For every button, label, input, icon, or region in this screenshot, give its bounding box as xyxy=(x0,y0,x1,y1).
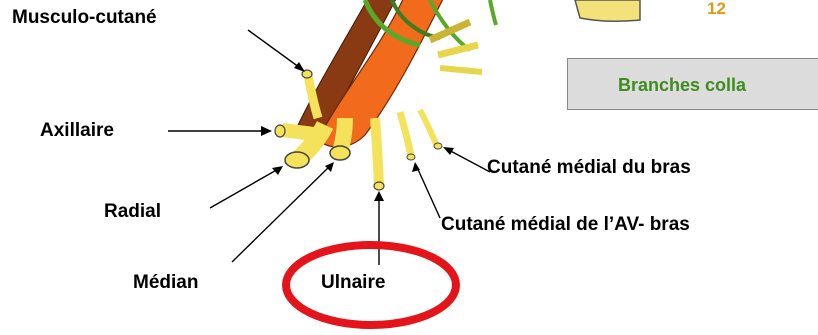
ulnar-nerve xyxy=(375,118,379,185)
leader-radial xyxy=(210,168,280,208)
collateral-branch-2 xyxy=(438,45,478,55)
leader-cutane-avbras xyxy=(416,165,440,218)
label-musculo-cutane: Musculo-cutané xyxy=(12,7,157,29)
leader-median xyxy=(232,164,332,262)
collateral-branch-3 xyxy=(440,68,482,72)
collateral-branches-label: Branches colla xyxy=(618,75,746,96)
radial-nerve-end xyxy=(285,152,309,168)
medial-cutaneous-forearm-nerve xyxy=(400,112,411,156)
yellow-bone-shape xyxy=(575,0,640,21)
label-ulnaire: Ulnaire xyxy=(321,272,385,294)
label-cutane-medial-bras: Cutané médial du bras xyxy=(487,157,691,179)
collateral-branch-1 xyxy=(430,22,470,40)
medial-arm-end xyxy=(434,143,442,149)
label-median: Médian xyxy=(133,272,198,294)
medial-forearm-end xyxy=(407,154,415,160)
figure-number: 12 xyxy=(707,0,726,18)
arrowhead-cutane-bras xyxy=(443,147,454,155)
label-radial: Radial xyxy=(104,201,161,223)
arrowhead-radial xyxy=(272,166,283,175)
arrowhead-ulnaire xyxy=(374,191,384,201)
label-axillaire: Axillaire xyxy=(40,120,114,142)
collateral-branches-box: Branches colla xyxy=(567,58,818,110)
leader-musculocutane xyxy=(248,30,303,70)
label-cutane-medial-avbras: Cutané médial de l’AV- bras xyxy=(441,214,690,236)
ulnar-nerve-end xyxy=(374,182,384,190)
green-nerve-4 xyxy=(490,0,496,25)
arrowhead-axillaire xyxy=(261,126,272,136)
arrowhead-musculocutane xyxy=(294,62,305,72)
axillary-nerve-end xyxy=(275,125,285,137)
median-nerve-end xyxy=(330,146,350,160)
medial-cutaneous-arm-nerve xyxy=(420,110,437,146)
